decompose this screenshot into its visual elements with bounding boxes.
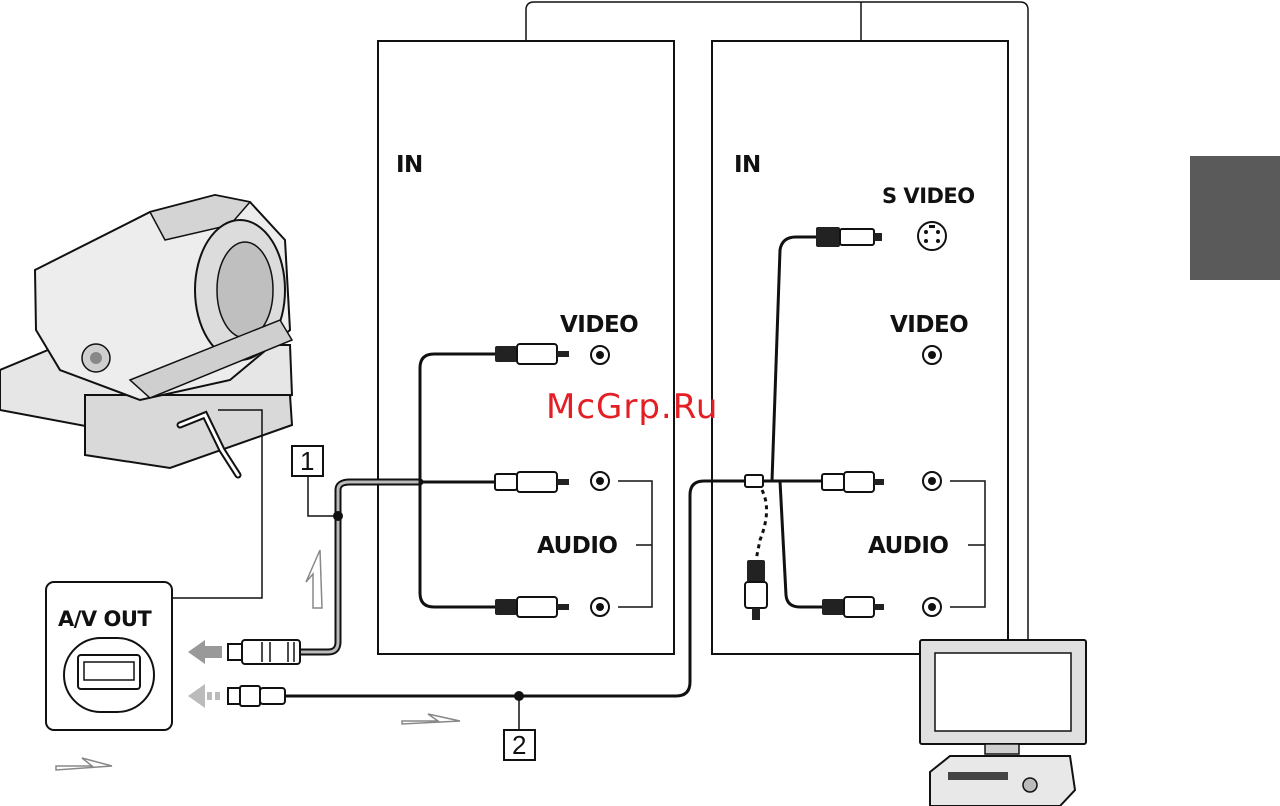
left-in-label: IN (396, 152, 423, 178)
right-svideo-jack (918, 222, 946, 250)
cable-1-audio-r-plug (495, 597, 569, 617)
signal-flow-arrow-right-low (56, 758, 112, 770)
camcorder-illustration (0, 195, 292, 475)
signal-flow-arrow-right-mid (402, 714, 460, 724)
cable-2-svideo-plug (816, 227, 882, 247)
right-in-label: IN (734, 152, 761, 178)
cable-2-callout: 2 (504, 696, 535, 760)
right-video-jack (923, 346, 941, 364)
cable-1-audio-l-plug (495, 472, 569, 492)
left-audio-label: AUDIO (537, 533, 617, 559)
left-video-label: VIDEO (560, 312, 638, 338)
right-audio-label: AUDIO (868, 533, 948, 559)
insert-arrow-dotted (188, 684, 220, 708)
signal-flow-arrow-up (306, 550, 322, 608)
left-video-jack (591, 346, 609, 364)
av-out-jack (64, 638, 154, 712)
cable-2-av-plug (228, 686, 285, 706)
right-video-label: VIDEO (890, 312, 968, 338)
insert-arrow-solid (188, 640, 222, 664)
cable-1-av-plug (228, 640, 300, 664)
side-tab (1190, 156, 1280, 280)
tv-vcr-illustration (920, 640, 1086, 806)
right-svideo-label: S VIDEO (882, 184, 975, 208)
left-audio-r-jack (591, 598, 609, 616)
left-audio-l-jack (591, 472, 609, 490)
cable-2-audio-r-plug (822, 597, 884, 617)
cable-1-callout: 1 (292, 446, 336, 516)
right-audio-r-jack (923, 598, 941, 616)
av-out-label: A/V OUT (58, 607, 152, 631)
cable-2-number: 2 (512, 730, 526, 760)
right-audio-l-jack (923, 472, 941, 490)
cable-1-number: 1 (300, 446, 314, 476)
watermark-text: McGrp.Ru (546, 387, 718, 427)
cable-2-splitter (745, 475, 763, 487)
cable-2-audio-l-plug (822, 472, 884, 492)
av-out-detail: A/V OUT (46, 582, 172, 730)
cable-1-video-plug (495, 344, 569, 364)
